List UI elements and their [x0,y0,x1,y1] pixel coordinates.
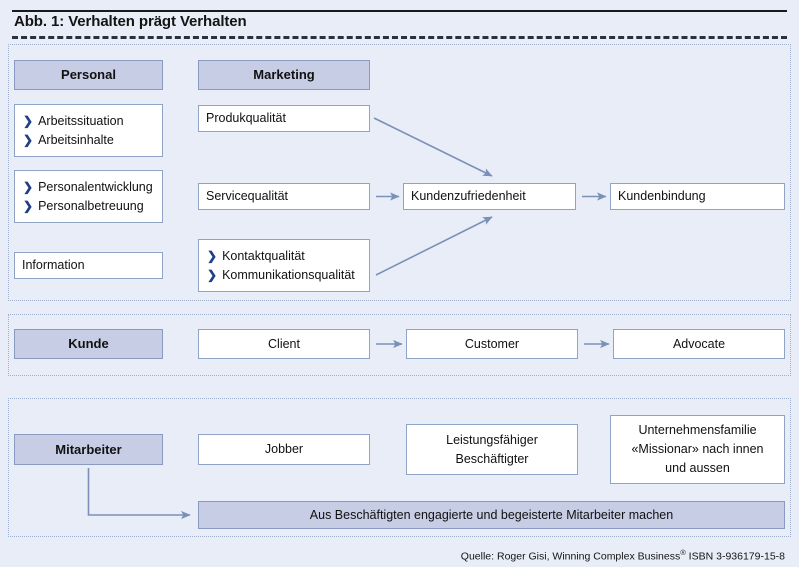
box-line: Unternehmensfamilie [638,423,757,438]
box-kundenbindung[interactable]: Kundenbindung [610,183,785,210]
box-arbeit[interactable]: ❯ Arbeitssituation ❯ Arbeitsinhalte [14,104,163,157]
section-frame-kunde [8,314,791,376]
box-jobber-label: Jobber [264,442,304,457]
banner-mitarbeiter-machen[interactable]: Aus Beschäftigten engagierte und begeist… [198,501,785,529]
chevron-icon: ❯ [23,198,34,213]
source-suffix: ISBN 3-936179-15-8 [685,550,785,563]
chevron-icon: ❯ [207,267,218,282]
bullet-label: Personalbetreuung [38,198,144,213]
box-information-label: Information [22,258,85,273]
header-mitarbeiter-label: Mitarbeiter [55,441,122,457]
box-leistungsfaehiger[interactable]: Leistungsfähiger Beschäftigter [406,424,578,475]
box-information[interactable]: Information [14,252,163,279]
registered-mark-icon: ® [680,548,686,557]
section-frame-top [8,44,791,301]
box-kundenzufriedenheit-label: Kundenzufriedenheit [411,189,526,204]
title-top-rule [12,10,787,12]
bullet-label: Kontaktqualität [222,248,305,263]
box-produkqualitaet-label: Produkqualität [206,111,286,126]
box-advocate[interactable]: Advocate [613,329,785,359]
bullet-label: Personalentwicklung [38,179,153,194]
box-unternehmensfamilie[interactable]: Unternehmensfamilie «Missionar» nach inn… [610,415,785,484]
box-kundenzufriedenheit[interactable]: Kundenzufriedenheit [403,183,576,210]
box-line: «Missionar» nach innen [631,442,764,457]
box-kundenbindung-label: Kundenbindung [618,189,706,204]
bullet-label: Arbeitsinhalte [38,132,114,147]
title-bottom-dashed-rule [12,36,787,39]
header-mitarbeiter: Mitarbeiter [14,434,163,465]
bullet-item: ❯ Personalentwicklung [23,178,162,197]
source-attribution: Quelle: Roger Gisi, Winning Complex Busi… [461,548,785,563]
header-marketing: Marketing [198,60,370,90]
box-servicequalitaet-label: Servicequalität [206,189,288,204]
bullet-item: ❯ Personalbetreuung [23,197,162,216]
bullet-item: ❯ Kontaktqualität [207,247,369,266]
box-advocate-label: Advocate [672,336,726,351]
box-client[interactable]: Client [198,329,370,359]
chevron-icon: ❯ [23,179,34,194]
box-servicequalitaet[interactable]: Servicequalität [198,183,370,210]
box-jobber[interactable]: Jobber [198,434,370,465]
chevron-icon: ❯ [207,248,218,263]
header-kunde-label: Kunde [68,336,109,352]
chevron-icon: ❯ [23,113,34,128]
box-personalentwicklung[interactable]: ❯ Personalentwicklung ❯ Personalbetreuun… [14,170,163,223]
header-marketing-label: Marketing [253,67,315,83]
bullet-label: Arbeitssituation [38,113,124,128]
bullet-item: ❯ Arbeitssituation [23,112,162,131]
box-line: Beschäftigter [455,451,529,466]
banner-label: Aus Beschäftigten engagierte und begeist… [309,507,674,522]
page-title: Abb. 1: Verhalten prägt Verhalten [14,13,247,30]
box-line: Leistungsfähiger [446,432,538,447]
box-produkqualitaet[interactable]: Produkqualität [198,105,370,132]
chevron-icon: ❯ [23,132,34,147]
box-customer[interactable]: Customer [406,329,578,359]
bullet-item: ❯ Kommunikationsqualität [207,266,369,285]
header-personal: Personal [14,60,163,90]
box-client-label: Client [268,336,300,351]
box-customer-label: Customer [464,336,520,351]
header-kunde: Kunde [14,329,163,359]
box-kontaktqualitaet[interactable]: ❯ Kontaktqualität ❯ Kommunikationsqualit… [198,239,370,292]
header-personal-label: Personal [61,67,116,83]
source-prefix: Quelle: Roger Gisi, Winning Complex Busi… [460,550,681,563]
bullet-item: ❯ Arbeitsinhalte [23,131,162,150]
box-line: und aussen [665,460,730,475]
section-frame-mitarbeiter [8,398,791,537]
bullet-label: Kommunikationsqualität [222,267,355,282]
